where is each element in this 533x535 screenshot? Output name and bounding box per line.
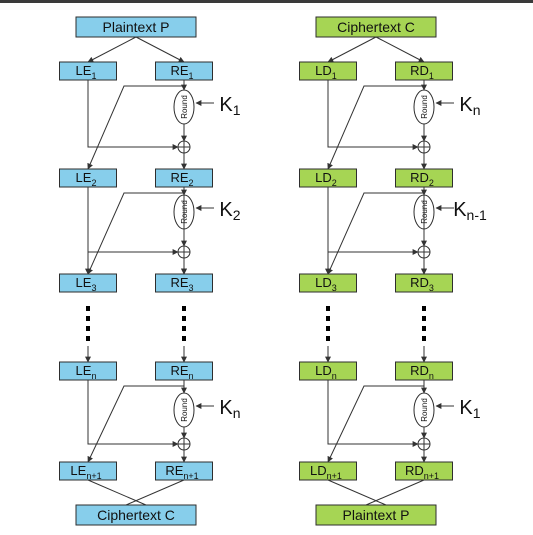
decryption-left-label-3: LD3	[315, 275, 337, 293]
decryption-input-label: Ciphertext C	[337, 19, 415, 35]
encryption-right-to-next-left-1	[87, 85, 184, 170]
decryption-round-label-1: Round	[420, 95, 429, 119]
decryption-left-ellipsis-dot	[326, 326, 330, 331]
decryption-right-ellipsis-dot	[422, 306, 426, 311]
encryption-left-ellipsis-dot	[86, 326, 90, 331]
encryption-left-ellipsis-dot	[86, 316, 90, 321]
encryption-right-to-next-left-3	[87, 385, 184, 463]
encryption-right-label-5: REn+1	[165, 463, 198, 481]
decryption-right-to-next-left-1	[327, 85, 424, 170]
decryption-right-to-next-left-3	[327, 385, 424, 463]
decryption-right-label-5: RDn+1	[405, 463, 439, 481]
decryption-key-1: Kn	[459, 94, 480, 118]
decryption-right-to-next-left-2	[327, 192, 424, 275]
decryption-left-to-xor-2	[327, 187, 419, 255]
decryption-right-ellipsis-dot	[422, 336, 426, 341]
encryption-split-arrow-right	[135, 36, 185, 63]
encryption-left-label-4: LEn	[76, 363, 97, 381]
decryption-left-label-5: LDn+1	[310, 463, 342, 481]
decryption-key-2: Kn-1	[453, 199, 487, 223]
decryption-right-label-4: RDn	[410, 363, 434, 381]
decryption-round-label-3: Round	[420, 398, 429, 422]
encryption-left-label-1: LE1	[76, 63, 97, 81]
encryption-right-ellipsis-dot	[182, 316, 186, 321]
decryption-right-label-2: RD2	[410, 170, 434, 188]
encryption-left-to-xor-1	[87, 80, 179, 150]
decryption-right-label-3: RD3	[410, 275, 434, 293]
encryption-right-ellipsis-dot	[182, 306, 186, 311]
decryption-left-to-xor-3	[327, 380, 419, 447]
encryption-split-arrow-left	[87, 36, 137, 63]
encryption-left-ellipsis-dot	[86, 336, 90, 341]
decryption-right-ellipsis-dot	[422, 326, 426, 331]
encryption-left-label-2: LE2	[76, 170, 97, 188]
encryption-right-ellipsis-dot	[182, 336, 186, 341]
encryption-input-label: Plaintext P	[103, 19, 170, 35]
encryption-right-label-4: REn	[170, 363, 193, 381]
encryption-swap-left-to-right	[87, 479, 147, 506]
decryption-output-box	[315, 504, 437, 526]
encryption-output-box	[75, 504, 197, 526]
decryption-right-label-1: RD1	[410, 63, 434, 81]
encryption-key-3: Kn	[219, 397, 240, 421]
decryption-left-label-4: LDn	[315, 363, 337, 381]
encryption-key-1: K1	[219, 94, 240, 118]
encryption-right-label-2: RE2	[170, 170, 193, 188]
decryption-left-label-1: LD1	[315, 63, 337, 81]
encryption-key-2: K2	[219, 199, 240, 223]
decryption-split-arrow-right	[375, 36, 425, 63]
encryption-right-to-next-left-2	[87, 192, 184, 275]
encryption-round-label-3: Round	[180, 398, 189, 422]
decryption-left-ellipsis-dot	[326, 316, 330, 321]
decryption-split-arrow-left	[327, 36, 377, 63]
encryption-right-label-1: RE1	[170, 63, 193, 81]
encryption-round-label-1: Round	[180, 95, 189, 119]
top-border	[0, 0, 533, 3]
decryption-left-to-xor-1	[327, 80, 419, 150]
decryption-swap-right-to-left	[365, 479, 425, 506]
encryption-output-label: Ciphertext C	[97, 507, 175, 523]
encryption-left-to-xor-3	[87, 380, 179, 447]
decryption-output-label: Plaintext P	[343, 507, 410, 523]
decryption-left-label-2: LD2	[315, 170, 337, 188]
decryption-left-ellipsis-dot	[326, 336, 330, 341]
encryption-left-label-3: LE3	[76, 275, 97, 293]
encryption-right-ellipsis-dot	[182, 326, 186, 331]
decryption-right-ellipsis-dot	[422, 316, 426, 321]
encryption-left-to-xor-2	[87, 187, 179, 255]
encryption-left-label-5: LEn+1	[70, 463, 101, 481]
decryption-left-ellipsis-dot	[326, 306, 330, 311]
encryption-swap-right-to-left	[125, 479, 185, 506]
encryption-right-label-3: RE3	[170, 275, 193, 293]
encryption-left-ellipsis-dot	[86, 306, 90, 311]
decryption-key-3: K1	[459, 397, 480, 421]
decryption-swap-left-to-right	[327, 479, 387, 506]
